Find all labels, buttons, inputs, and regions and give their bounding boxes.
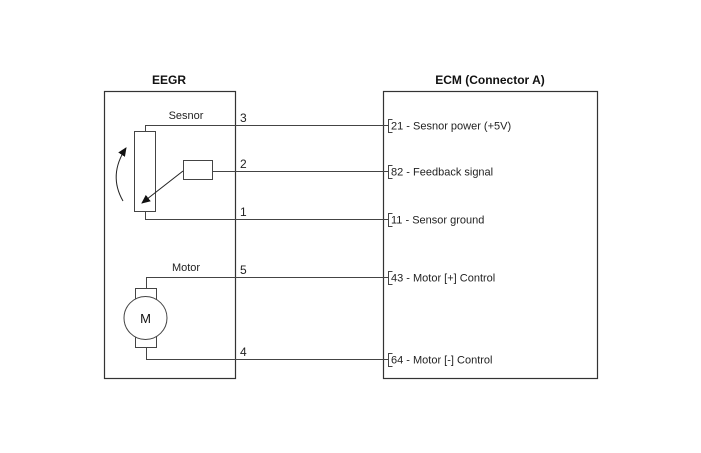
wire-3	[145, 125, 388, 132]
motor-m-label: M	[140, 311, 151, 326]
eegr-module-box	[103, 90, 237, 380]
wire-5	[146, 277, 388, 289]
potentiometer-sensor	[115, 125, 388, 220]
pin-bracket-43	[388, 271, 393, 285]
sensor-label: Sesnor	[169, 110, 204, 122]
resistor-element	[134, 131, 156, 212]
ecm-module-box	[382, 90, 599, 380]
eegr-pin-3: 3	[240, 111, 247, 125]
pin-bracket-21	[388, 119, 393, 133]
ecm-pin-label-82: 82 - Feedback signal	[391, 167, 493, 179]
wiper-arrow-icon	[141, 170, 184, 204]
eegr-pin-2: 2	[240, 157, 247, 171]
ecm-pin-label-11: 11 - Sensor ground	[391, 215, 484, 227]
wiper-block	[183, 160, 213, 180]
motor-circle-icon	[123, 296, 168, 340]
ecm-title: ECM (Connector A)	[435, 73, 545, 87]
eegr-pin-4: 4	[240, 345, 247, 359]
wire-1	[145, 211, 388, 220]
ecm-pin-label-21: 21 - Sesnor power (+5V)	[391, 121, 511, 133]
eegr-title: EEGR	[152, 73, 186, 87]
rotation-arrow-icon	[115, 147, 127, 202]
ecm-pin-label-64: 64 - Motor [-] Control	[391, 355, 492, 367]
motor-label: Motor	[172, 262, 200, 274]
pin-bracket-82	[388, 165, 393, 179]
pin-bracket-11	[388, 213, 393, 227]
ecm-pin-label-43: 43 - Motor [+] Control	[391, 273, 495, 285]
eegr-pin-5: 5	[240, 263, 247, 277]
motor-symbol: M	[123, 277, 388, 360]
ecm-pin-brackets	[388, 119, 393, 367]
eegr-pin-1: 1	[240, 205, 247, 219]
wire-4	[146, 347, 388, 360]
pin-bracket-64	[388, 353, 393, 367]
